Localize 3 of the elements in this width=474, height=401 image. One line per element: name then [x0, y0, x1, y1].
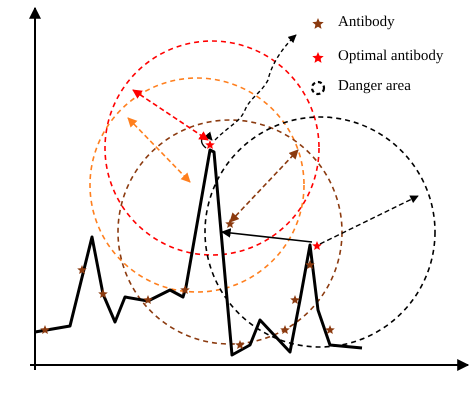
legend-label: Antibody	[338, 14, 395, 31]
legend-label: Optimal antibody	[338, 48, 444, 65]
legend-label: Danger area	[338, 78, 411, 95]
